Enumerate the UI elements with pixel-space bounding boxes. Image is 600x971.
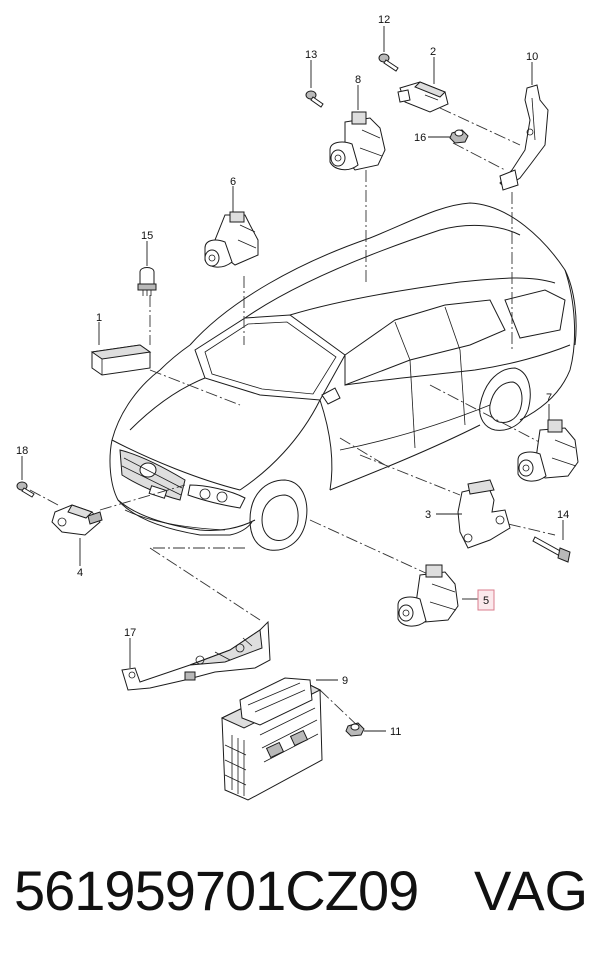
part-7-actuator: [517, 419, 579, 482]
part-2-sensor: [397, 81, 449, 113]
callout-3: 3: [425, 509, 431, 521]
callout-9: 9: [342, 675, 348, 687]
callout-17: 17: [124, 627, 136, 639]
part-10-bracket: [499, 84, 549, 191]
callout-10: 10: [526, 51, 538, 63]
part-16-nut: [449, 129, 469, 144]
part-number-label: 561959701CZ09: [14, 859, 419, 922]
part-8-actuator: [329, 111, 386, 171]
callout-12: 12: [378, 14, 390, 26]
part-9-control-module: [220, 677, 323, 801]
part-14-bolt: [532, 536, 571, 563]
callout-14: 14: [557, 509, 569, 521]
part-4-sensor: [51, 504, 103, 536]
callout-labels: 1 2 3 4 5 6 7 8 9 10 11 12 13 14 15 16 1…: [16, 14, 569, 738]
part-17-bracket: [121, 620, 271, 691]
callout-4: 4: [77, 567, 83, 579]
part-3-sensor: [457, 479, 511, 549]
callout-11: 11: [390, 726, 401, 738]
callout-2: 2: [430, 46, 436, 58]
car-body: [109, 202, 577, 551]
callout-16: 16: [414, 132, 426, 144]
part-12-screw: [378, 53, 399, 72]
part-15-sensor: [137, 267, 157, 296]
part-1-control-unit: [90, 344, 152, 376]
callout-18: 18: [16, 445, 28, 457]
part-18-bolt: [16, 481, 35, 498]
callout-5: 5: [483, 595, 489, 607]
callout-5-highlight: [477, 589, 495, 611]
brand-label: VAG: [474, 859, 589, 922]
part-13-screw: [305, 90, 324, 108]
part-5-actuator: [397, 564, 459, 627]
callout-15: 15: [141, 230, 153, 242]
callout-7: 7: [546, 392, 552, 404]
callout-8: 8: [355, 74, 361, 86]
callout-leaders: [21, 26, 564, 732]
callout-6: 6: [230, 176, 236, 188]
leader-lines: [29, 107, 556, 729]
part-6-actuator: [204, 211, 259, 268]
part-11-nut: [345, 722, 365, 737]
callout-1: 1: [96, 312, 102, 324]
callout-13: 13: [305, 49, 317, 61]
